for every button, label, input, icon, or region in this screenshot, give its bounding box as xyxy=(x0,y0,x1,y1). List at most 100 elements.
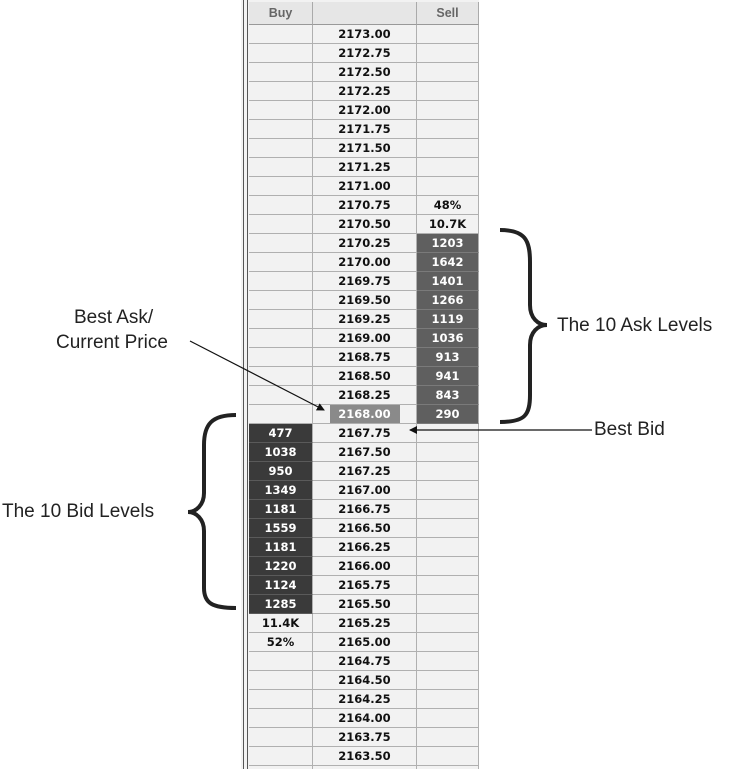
sell-cell[interactable] xyxy=(417,443,479,462)
ask-level-cell[interactable]: 843 xyxy=(417,386,479,405)
price-cell: 2170.25 xyxy=(313,234,417,253)
bid-level-cell[interactable]: 1181 xyxy=(249,500,313,519)
ask-level-cell[interactable]: 1266 xyxy=(417,291,479,310)
buy-cell[interactable] xyxy=(249,158,313,177)
ask-level-cell[interactable]: 1203 xyxy=(417,234,479,253)
buy-cell[interactable] xyxy=(249,25,313,44)
buy-cell[interactable] xyxy=(249,747,313,766)
sell-cell[interactable]: 10.7K xyxy=(417,215,479,234)
bid-level-cell[interactable]: 1038 xyxy=(249,443,313,462)
buy-cell[interactable] xyxy=(249,405,313,424)
bid-level-cell[interactable]: 1559 xyxy=(249,519,313,538)
ask-level-cell[interactable]: 1036 xyxy=(417,329,479,348)
buy-cell[interactable] xyxy=(249,766,313,769)
buy-cell[interactable] xyxy=(249,709,313,728)
buy-cell[interactable] xyxy=(249,367,313,386)
sell-cell[interactable] xyxy=(417,25,479,44)
sell-cell[interactable] xyxy=(417,671,479,690)
sell-cell[interactable] xyxy=(417,101,479,120)
ask-level-cell[interactable]: 1401 xyxy=(417,272,479,291)
buy-cell[interactable] xyxy=(249,82,313,101)
sell-cell[interactable] xyxy=(417,557,479,576)
price-value: 2167.00 xyxy=(338,483,391,497)
buy-cell[interactable] xyxy=(249,728,313,747)
price-cell: 2167.75 xyxy=(313,424,417,443)
buy-cell[interactable] xyxy=(249,272,313,291)
price-cell: 2166.00 xyxy=(313,557,417,576)
price-column-header[interactable] xyxy=(313,2,417,25)
sell-cell[interactable] xyxy=(417,576,479,595)
sell-cell[interactable] xyxy=(417,614,479,633)
sell-cell[interactable] xyxy=(417,139,479,158)
bid-level-cell[interactable]: 1349 xyxy=(249,481,313,500)
sell-cell[interactable] xyxy=(417,44,479,63)
bid-level-cell[interactable]: 1124 xyxy=(249,576,313,595)
buy-cell[interactable] xyxy=(249,671,313,690)
sell-column-header[interactable]: Sell xyxy=(417,2,479,25)
buy-cell[interactable] xyxy=(249,196,313,215)
best-ask-label-line2: Current Price xyxy=(56,332,168,353)
price-value: 2165.25 xyxy=(338,616,391,630)
buy-cell[interactable] xyxy=(249,63,313,82)
sell-cell[interactable] xyxy=(417,424,479,443)
buy-cell[interactable] xyxy=(249,215,313,234)
bid-level-cell[interactable]: 1220 xyxy=(249,557,313,576)
bid-level-cell[interactable]: 1285 xyxy=(249,595,313,614)
buy-cell[interactable] xyxy=(249,120,313,139)
ladder-row: 1349 2167.00 xyxy=(241,481,479,500)
price-cell: 2173.00 xyxy=(313,25,417,44)
sell-cell[interactable] xyxy=(417,766,479,769)
buy-cell[interactable] xyxy=(249,310,313,329)
sell-cell[interactable] xyxy=(417,595,479,614)
price-value: 2172.00 xyxy=(338,103,391,117)
price-cell: 2171.25 xyxy=(313,158,417,177)
price-value: 2166.00 xyxy=(338,559,391,573)
sell-cell[interactable] xyxy=(417,500,479,519)
sell-cell[interactable] xyxy=(417,158,479,177)
buy-cell[interactable] xyxy=(249,386,313,405)
sell-cell[interactable] xyxy=(417,177,479,196)
ask-level-cell[interactable]: 941 xyxy=(417,367,479,386)
sell-cell[interactable]: 48% xyxy=(417,196,479,215)
buy-column-header[interactable]: Buy xyxy=(249,2,313,25)
price-cell: 2167.00 xyxy=(313,481,417,500)
buy-cell[interactable]: 52% xyxy=(249,633,313,652)
sell-cell[interactable] xyxy=(417,462,479,481)
buy-cell[interactable] xyxy=(249,690,313,709)
ask-level-cell[interactable]: 1119 xyxy=(417,310,479,329)
sell-cell[interactable] xyxy=(417,690,479,709)
buy-cell[interactable] xyxy=(249,253,313,272)
buy-cell[interactable] xyxy=(249,139,313,158)
buy-cell[interactable]: 11.4K xyxy=(249,614,313,633)
sell-cell[interactable] xyxy=(417,728,479,747)
ask-level-cell[interactable]: 290 xyxy=(417,405,479,424)
buy-cell[interactable] xyxy=(249,291,313,310)
ask-level-cell[interactable]: 1642 xyxy=(417,253,479,272)
sell-cell[interactable] xyxy=(417,120,479,139)
sell-cell[interactable] xyxy=(417,538,479,557)
buy-cell[interactable] xyxy=(249,652,313,671)
buy-cell[interactable] xyxy=(249,177,313,196)
sell-cell[interactable] xyxy=(417,519,479,538)
bid-level-cell[interactable]: 477 xyxy=(249,424,313,443)
buy-cell[interactable] xyxy=(249,101,313,120)
sell-cell[interactable] xyxy=(417,709,479,728)
price-value: 2163.75 xyxy=(338,730,391,744)
buy-cell[interactable] xyxy=(249,44,313,63)
sell-cell[interactable] xyxy=(417,652,479,671)
price-value: 2171.75 xyxy=(338,122,391,136)
sell-cell[interactable] xyxy=(417,633,479,652)
bid-level-cell[interactable]: 950 xyxy=(249,462,313,481)
sell-cell[interactable] xyxy=(417,63,479,82)
buy-cell[interactable] xyxy=(249,348,313,367)
sell-cell[interactable] xyxy=(417,481,479,500)
sell-cell[interactable] xyxy=(417,82,479,101)
sell-cell[interactable] xyxy=(417,747,479,766)
buy-cell[interactable] xyxy=(249,234,313,253)
ask-level-cell[interactable]: 913 xyxy=(417,348,479,367)
price-value: 2171.25 xyxy=(338,160,391,174)
bid-level-cell[interactable]: 1181 xyxy=(249,538,313,557)
buy-cell[interactable] xyxy=(249,329,313,348)
